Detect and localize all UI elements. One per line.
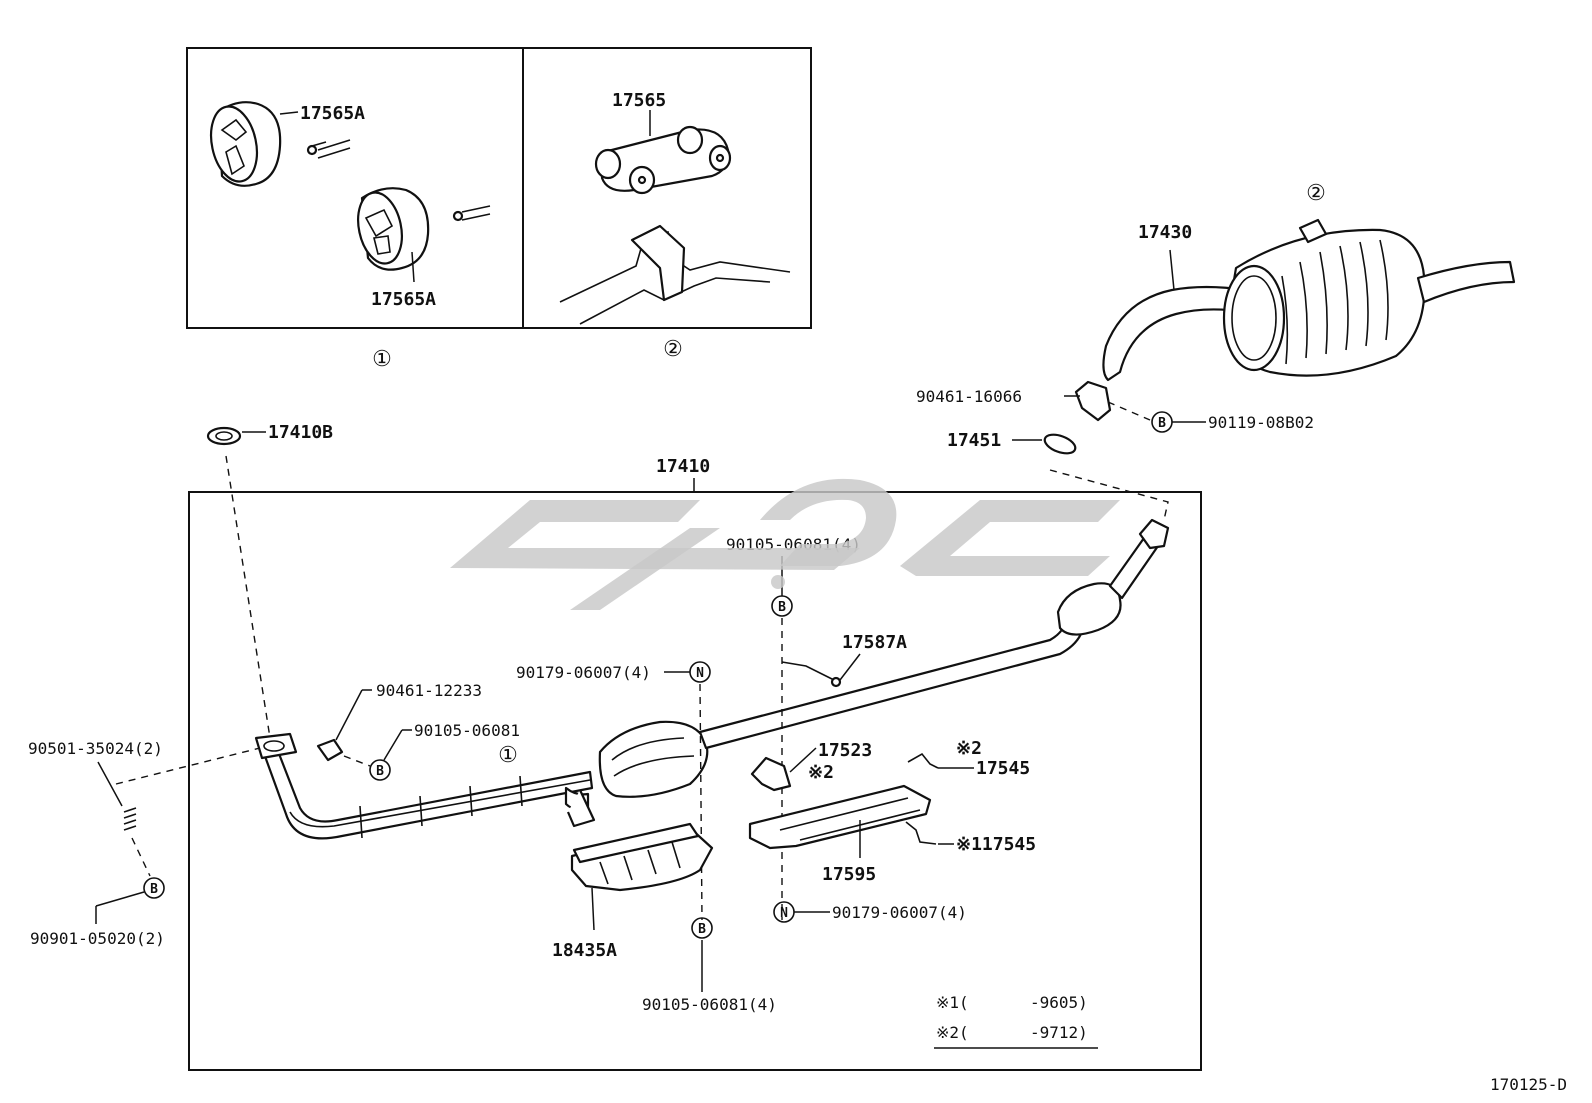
watermark-logo	[450, 478, 1120, 610]
dashline-17451	[1049, 469, 1169, 521]
label-17410b: 17410B	[268, 422, 333, 443]
gasket-17451	[1043, 433, 1077, 455]
bracket-sketch	[559, 224, 791, 325]
label-17587a: 17587A	[842, 632, 907, 653]
ref-2-label: ②	[663, 337, 683, 362]
label-17430: 17430	[1138, 222, 1192, 243]
label-90105-06081: 90105-06081	[414, 721, 520, 740]
mark-2-17523: ※2	[808, 762, 834, 783]
label-17523: 17523	[818, 740, 872, 761]
label-17545-top: 17545	[976, 758, 1030, 779]
mark-2-17545: ※2	[956, 738, 982, 759]
fastener-b-icon	[369, 759, 391, 781]
fastener-b-letter: B	[376, 764, 384, 779]
label-17565: 17565	[612, 90, 666, 111]
hanger-90461-12233	[316, 738, 344, 762]
gasket-17410b	[206, 426, 266, 446]
label-90105-06081-4-bottom: 90105-06081(4)	[642, 995, 777, 1014]
fastener-n-letter: N	[696, 666, 704, 681]
hanger-90461-16066	[1074, 380, 1112, 422]
fastener-n-icon	[689, 661, 711, 683]
fastener-b-icon	[771, 595, 793, 617]
hanger-17565a-top	[209, 101, 351, 187]
label-90119-08b02: 90119-08B02	[1208, 413, 1314, 432]
label-90461-12233: 90461-12233	[376, 681, 482, 700]
ref-1-label: ①	[372, 347, 392, 372]
fastener-b-icon	[691, 917, 713, 939]
fastener-b-letter: B	[778, 600, 786, 615]
fastener-b-letter: B	[1158, 416, 1166, 431]
dashline-left-center	[699, 683, 703, 921]
leader-90461-12233	[335, 689, 363, 741]
label-17545-bottom: ※117545	[956, 834, 1036, 855]
clip-17587a	[781, 661, 835, 681]
hanger-17565a-bottom	[357, 187, 491, 271]
leader-90105-06081	[383, 729, 403, 761]
spring-90501-35024	[123, 807, 137, 831]
dashline-bolt	[131, 837, 151, 877]
diagram-code: 170125-D	[1490, 1075, 1567, 1094]
label-90501-35024-2: 90501-35024(2)	[28, 739, 163, 758]
main-box-title: 17410	[656, 456, 710, 477]
label-90901-05020-2: 90901-05020(2)	[30, 929, 165, 948]
fastener-n-letter: N	[780, 906, 788, 921]
label-90179-06007-4-left: 90179-06007(4)	[516, 663, 651, 682]
ref-1-pipe-label: ①	[498, 743, 518, 768]
insulator-18435a	[570, 826, 714, 892]
detail-box-frame	[186, 47, 812, 329]
exhaust-pipe-17410	[254, 518, 1170, 840]
hanger-17565	[594, 125, 732, 195]
fastener-b-letter: B	[150, 882, 158, 897]
note-2-mark: ※2(	[936, 1023, 969, 1042]
label-17451: 17451	[947, 430, 1001, 451]
label-17565a-bottom: 17565A	[371, 289, 436, 310]
dashline-17410b	[225, 455, 271, 739]
leader-90501-35024-2	[97, 761, 123, 807]
label-17595: 17595	[822, 864, 876, 885]
leader-18435a	[591, 887, 595, 931]
dashline-90105-06081	[343, 755, 371, 767]
insulator-17523	[750, 756, 792, 792]
bracket-17545-top	[907, 752, 939, 769]
detail-box: 17565A 17565A 17565 ① ②	[186, 47, 812, 372]
main-box: 17410 90105-06081(4) B 17	[188, 456, 1202, 1071]
fastener-b-letter: B	[698, 922, 706, 937]
note-1-range: -9605)	[1030, 993, 1088, 1012]
dashline-90119	[1107, 401, 1151, 421]
insulator-17595	[748, 784, 932, 850]
leader-17587a	[839, 653, 861, 681]
label-90179-06007-4-bottom: 90179-06007(4)	[832, 903, 967, 922]
leader-17565a-top	[279, 111, 299, 115]
dashline-spring	[115, 747, 261, 785]
tailpipe-assembly: ② 17430 90461-16066 B 90119-08B02 17451	[916, 181, 1516, 521]
fastener-b-icon	[143, 877, 165, 899]
label-18435a: 18435A	[552, 940, 617, 961]
leader-90901-05020-2	[95, 891, 145, 907]
ref-2-muffler-label: ②	[1306, 181, 1326, 206]
main-box-frame	[188, 491, 1202, 1071]
note-2-range: -9712)	[1030, 1023, 1088, 1042]
label-90461-16066: 90461-16066	[916, 387, 1022, 406]
leader-17523	[789, 747, 817, 773]
leader-17565a-bottom	[411, 251, 415, 283]
leader-17430	[1169, 249, 1175, 291]
left-parts: 90501-35024(2) B 90901-05020(2)	[28, 739, 261, 948]
notes-table: ※1( -9605) ※2( -9712)	[934, 993, 1098, 1049]
label-17565a-top: 17565A	[300, 103, 365, 124]
note-1-mark: ※1(	[936, 993, 969, 1012]
bracket-17545-bottom	[905, 821, 937, 845]
